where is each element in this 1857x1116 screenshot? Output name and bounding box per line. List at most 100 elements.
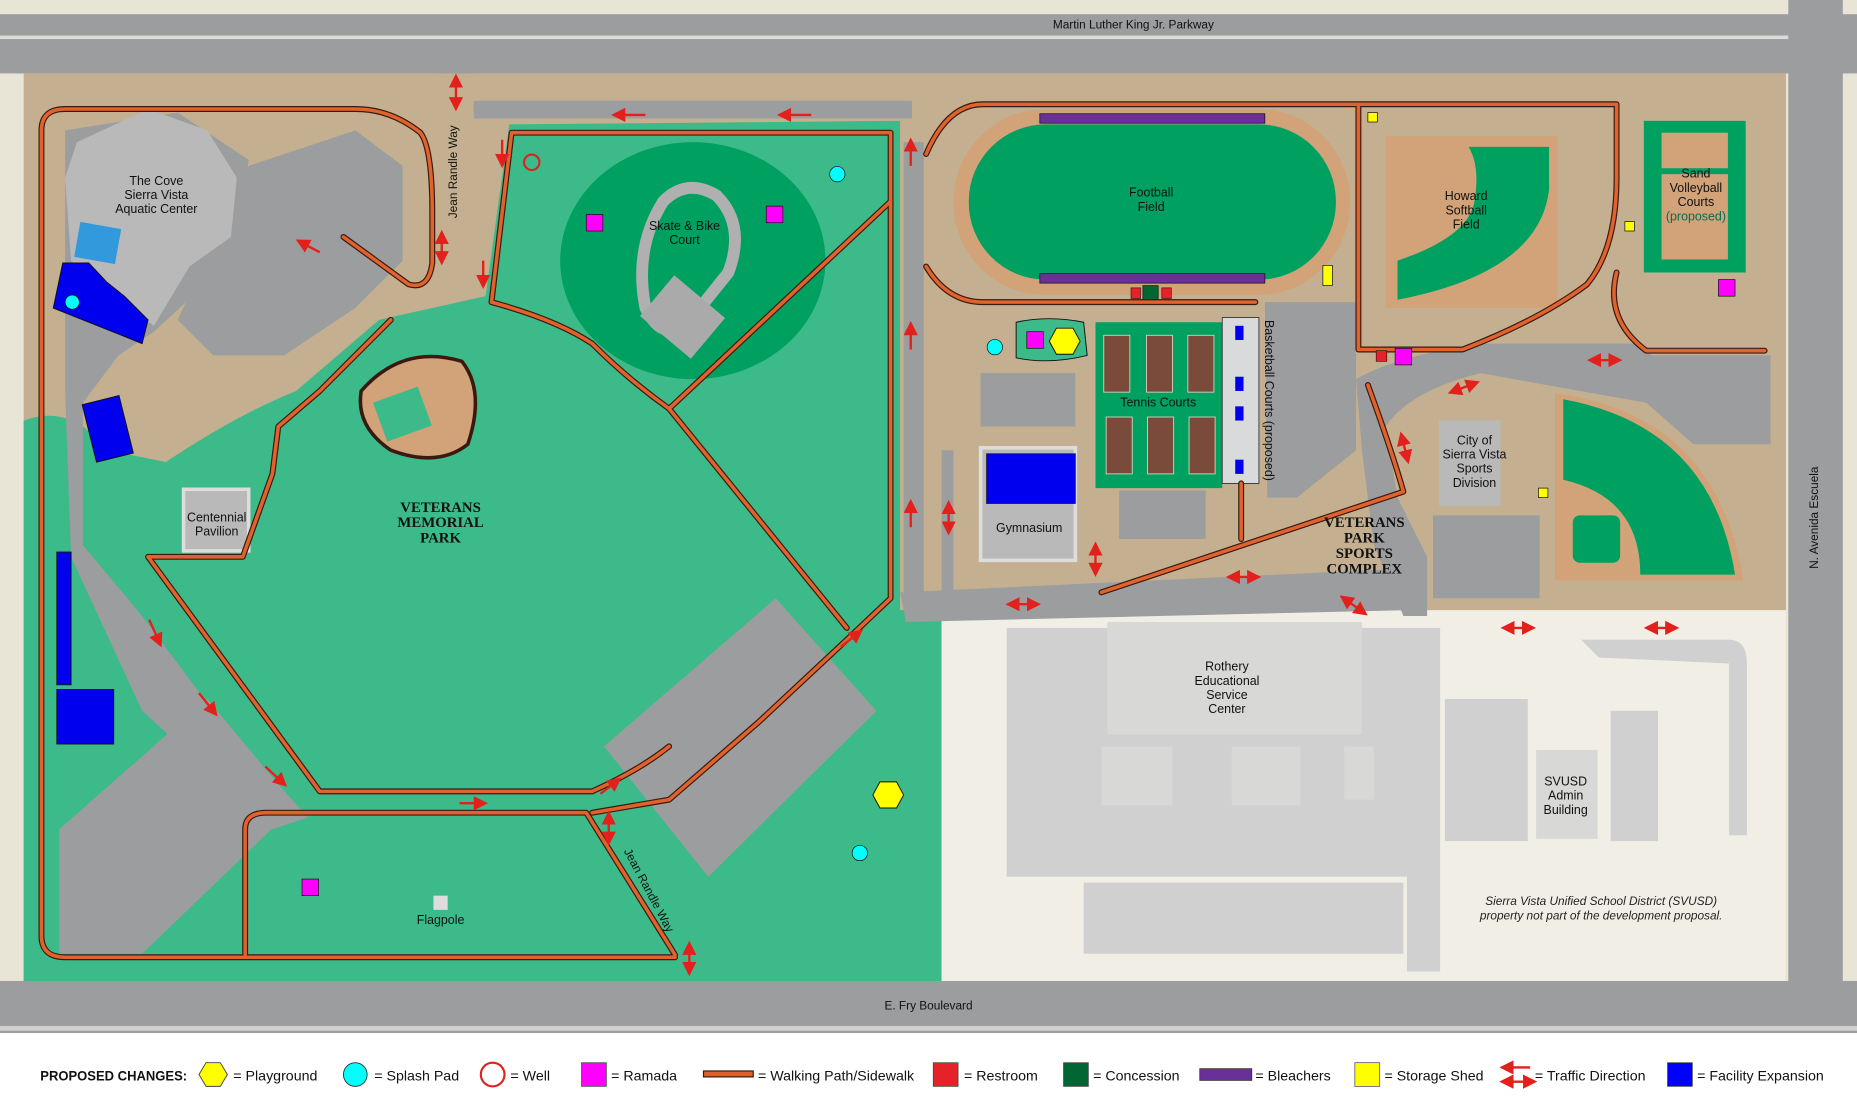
- legend-band: [0, 1033, 1857, 1116]
- svg-text:Aquatic Center: Aquatic Center: [115, 202, 197, 216]
- splash-pad-icon: [986, 339, 1003, 356]
- legend-walking-path-icon: [702, 1070, 754, 1078]
- flagpole-marker: [433, 895, 448, 910]
- traffic-arrow-icon: [148, 619, 163, 648]
- svg-text:Division: Division: [1453, 476, 1497, 490]
- bleachers-south: [1039, 273, 1266, 284]
- ramada-icon: [1394, 347, 1413, 366]
- tennis-courts: [1103, 334, 1216, 475]
- legend-facility-expansion-icon: [1667, 1062, 1693, 1087]
- svg-text:MEMORIAL: MEMORIAL: [397, 515, 483, 531]
- splash-pad-icon: [851, 844, 868, 862]
- proposed-storage-sheds: [1322, 112, 1635, 498]
- svg-text:Volleyball: Volleyball: [1670, 181, 1722, 195]
- park-title: VETERANS MEMORIAL PARK: [397, 500, 483, 547]
- svg-text:The Cove: The Cove: [129, 174, 183, 188]
- svg-text:Admin: Admin: [1548, 789, 1583, 803]
- restroom-football-1: [1130, 287, 1141, 299]
- legend-storage-shed-icon: [1354, 1062, 1381, 1087]
- facility-expansion-cove: [52, 262, 149, 345]
- svg-text:VETERANS: VETERANS: [400, 500, 481, 516]
- concession-football: [1142, 285, 1159, 302]
- svg-text:Pavilion: Pavilion: [195, 524, 239, 538]
- svg-text:Courts: Courts: [1678, 195, 1715, 209]
- football-label: Football Field: [1129, 186, 1173, 214]
- legend-traffic-label: = Traffic Direction: [1535, 1068, 1646, 1084]
- traffic-arrow-icon: [1447, 379, 1480, 396]
- east-road: [1788, 0, 1843, 1031]
- ramada-icon: [1026, 331, 1044, 349]
- svg-text:Educational: Educational: [1194, 674, 1259, 688]
- svusd-note: Sierra Vista Unified School District (SV…: [1479, 894, 1723, 922]
- legend: PROPOSED CHANGES: = Playground = Splash …: [40, 1060, 1824, 1089]
- flagpole-label: Flagpole: [417, 913, 465, 927]
- traffic-arrow-icon: [840, 629, 864, 648]
- svg-text:Skate & Bike: Skate & Bike: [649, 219, 720, 233]
- legend-splash-pad-label: = Splash Pad: [374, 1068, 459, 1084]
- legend-restroom-label: = Restroom: [964, 1068, 1038, 1084]
- legend-title: PROPOSED CHANGES:: [40, 1068, 187, 1084]
- south-road: [0, 980, 1857, 1034]
- city-sports-label: City of Sierra Vista Sports Division: [1442, 433, 1506, 490]
- traffic-direction-arrows: [148, 73, 1680, 977]
- road-label-fry: E. Fry Boulevard: [884, 998, 972, 1012]
- volleyball-court-2: [1661, 174, 1728, 260]
- road-label-escuela: N. Avenida Escuela: [1807, 466, 1821, 569]
- svg-text:COMPLEX: COMPLEX: [1327, 561, 1403, 577]
- svg-text:PARK: PARK: [1344, 531, 1385, 547]
- svg-text:(proposed): (proposed): [1666, 209, 1726, 223]
- basketball-courts: [1221, 317, 1260, 484]
- legend-playground-icon: [198, 1062, 228, 1087]
- football-field: [968, 124, 1336, 280]
- legend-well-icon: [479, 1061, 506, 1088]
- svg-text:Softball: Softball: [1445, 203, 1486, 217]
- proposed-splash-pads: [829, 166, 1003, 862]
- legend-concession-label: = Concession: [1093, 1068, 1179, 1084]
- legend-bleachers-label: = Bleachers: [1255, 1068, 1330, 1084]
- svg-text:Building: Building: [1544, 803, 1588, 817]
- legend-ramada-label: = Ramada: [611, 1068, 677, 1084]
- rothery-label: Rothery Educational Service Center: [1194, 660, 1259, 717]
- ramada-icon: [585, 214, 604, 232]
- legend-concession-icon: [1063, 1062, 1089, 1087]
- baseball-outfield: [1563, 399, 1736, 575]
- softball-outfield: [1397, 146, 1550, 300]
- svg-text:property not part of the devel: property not part of the development pro…: [1479, 908, 1723, 922]
- south-road-curb: [0, 1025, 1857, 1031]
- centennial-pavilion: [181, 487, 251, 553]
- cove-pool: [74, 221, 122, 265]
- ramada-icon: [301, 878, 319, 896]
- proposed-ramadas: [301, 205, 1736, 896]
- legend-facility-expansion-label: = Facility Expansion: [1697, 1068, 1824, 1084]
- splash-pad-icon: [829, 166, 846, 183]
- legend-playground-label: = Playground: [233, 1068, 317, 1084]
- svg-text:Field: Field: [1138, 200, 1165, 214]
- traffic-arrow-icon: [1339, 595, 1368, 616]
- splash-pad-cove: [64, 294, 80, 310]
- road-label-mlk: Martin Luther King Jr. Parkway: [1053, 17, 1214, 31]
- volleyball-label: Sand Volleyball Courts (proposed): [1666, 167, 1726, 224]
- legend-well-label: = Well: [510, 1068, 550, 1084]
- svg-text:Sierra Vista: Sierra Vista: [124, 188, 188, 202]
- traffic-arrow-icon: [198, 692, 218, 717]
- gym-label: Gymnasium: [996, 521, 1062, 535]
- playground-icon: [872, 781, 905, 809]
- storage-shed-icon: [1322, 265, 1333, 286]
- storage-shed-icon: [1538, 487, 1549, 498]
- traffic-arrow-icon: [295, 239, 321, 254]
- facility-expansion-west-2: [56, 689, 115, 745]
- facility-expansion-west-1: [56, 551, 72, 686]
- traffic-arrow-icon: [599, 777, 622, 795]
- baseball-infield: [1572, 515, 1621, 563]
- legend-splash-pad-icon: [342, 1062, 368, 1087]
- svg-text:City of: City of: [1457, 433, 1493, 447]
- basketball-hoops-expansion: [1235, 325, 1244, 474]
- cove-building: [65, 108, 237, 326]
- traffic-arrow-icon: [264, 765, 288, 787]
- svg-text:VETERANS: VETERANS: [1324, 515, 1405, 531]
- svg-text:Howard: Howard: [1445, 189, 1488, 203]
- traffic-arrow-icon: [1397, 431, 1413, 465]
- svg-text:Field: Field: [1453, 218, 1480, 232]
- legend-ramada-icon: [581, 1062, 607, 1087]
- svg-text:Center: Center: [1208, 702, 1245, 716]
